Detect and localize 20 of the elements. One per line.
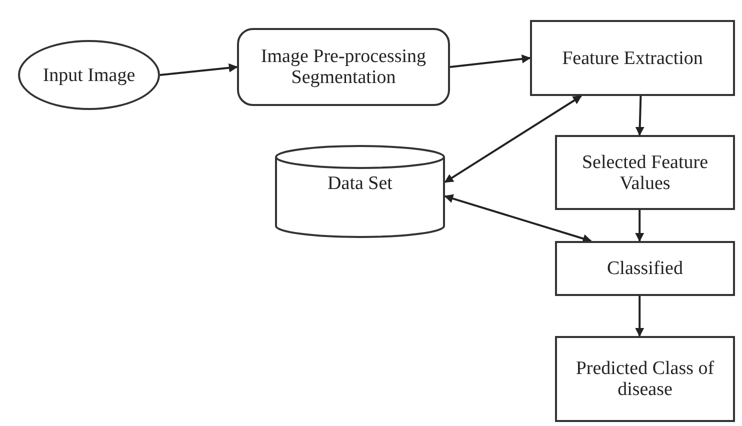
- arrow: [635, 296, 644, 337]
- arrow: [444, 194, 592, 243]
- arrow: [450, 54, 531, 68]
- node-label: Predicted Class of disease: [574, 358, 716, 400]
- node-label: Classified: [607, 258, 683, 279]
- arrow: [160, 63, 238, 76]
- process-box: [530, 20, 735, 96]
- process-box: [555, 241, 735, 296]
- node-label: Input Image: [42, 64, 136, 86]
- arrow: [635, 210, 644, 242]
- process-box: [555, 135, 735, 210]
- node-label: Image Pre-processing Segmentation: [260, 46, 428, 88]
- arrow: [444, 95, 582, 184]
- node-label: Selected Feature Values: [580, 152, 710, 194]
- database-cylinder: [275, 145, 445, 238]
- node-label: Feature Extraction: [562, 48, 703, 68]
- node-label: Data Set: [328, 173, 392, 194]
- arrow: [635, 96, 644, 136]
- process-box: [555, 336, 735, 422]
- process-box: [237, 28, 450, 106]
